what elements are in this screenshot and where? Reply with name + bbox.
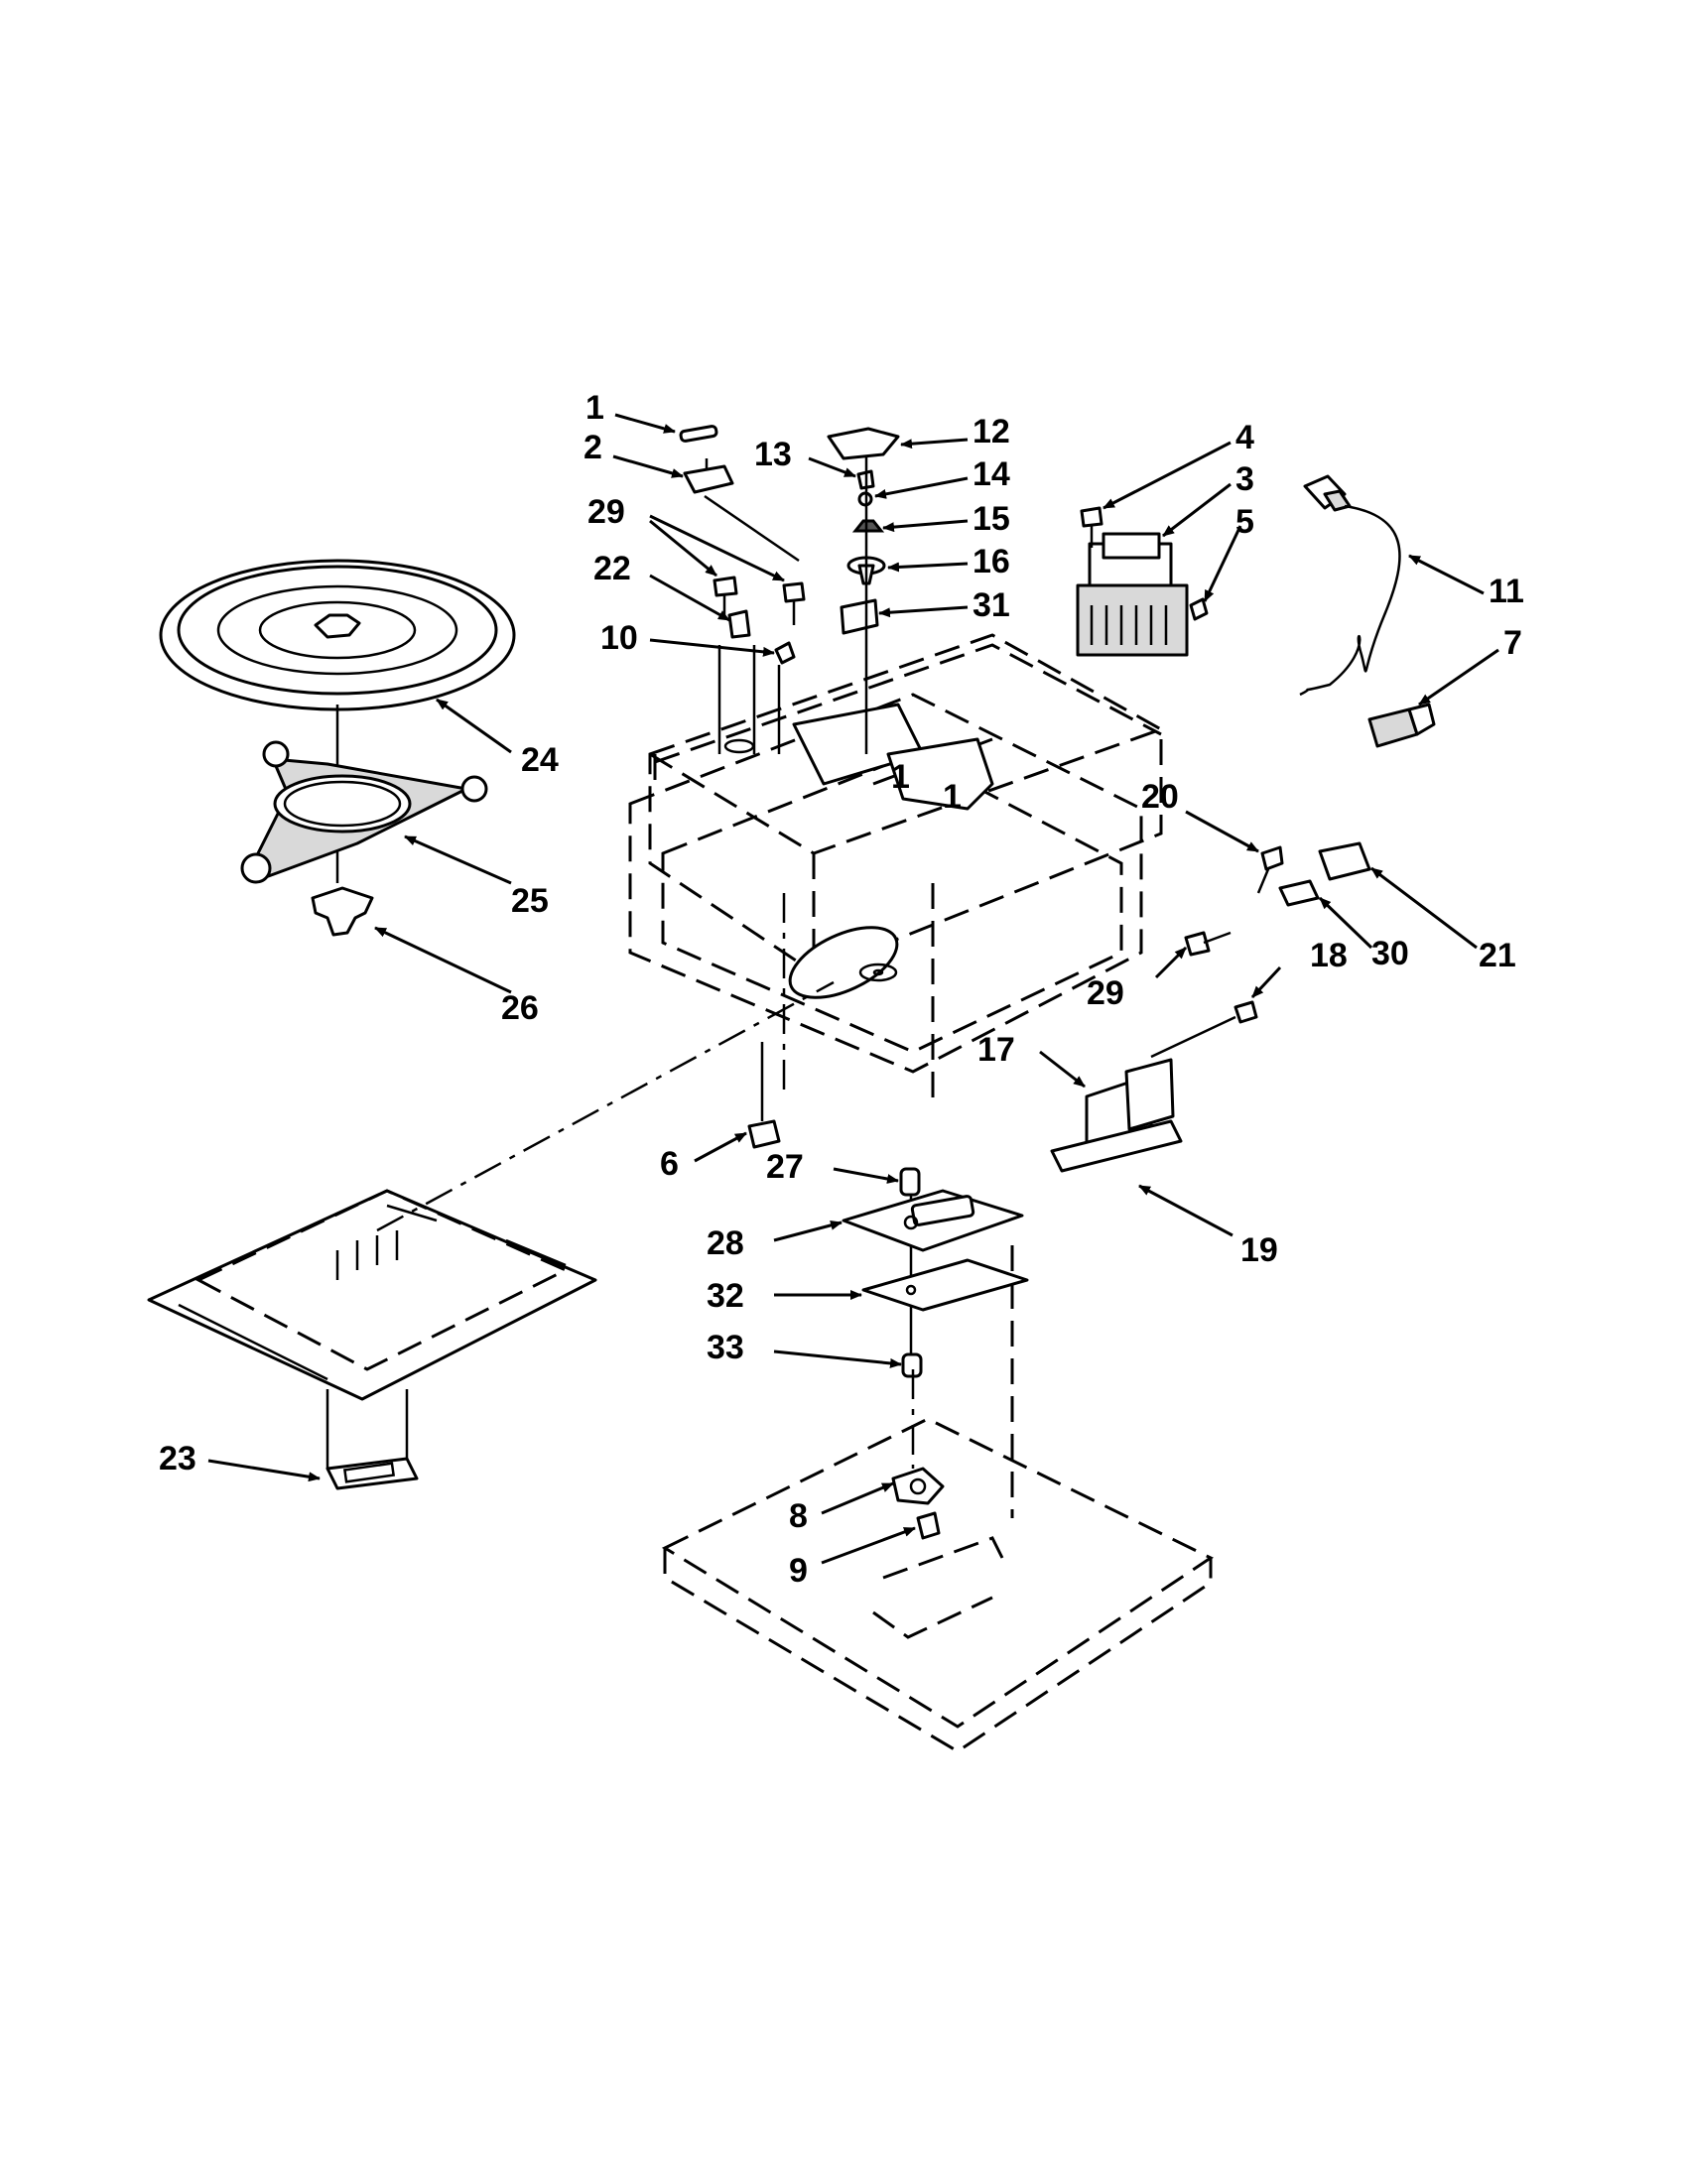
filter-7 <box>1367 703 1436 748</box>
clip-10 <box>774 641 796 665</box>
callout-19: 19 <box>1240 1231 1278 1269</box>
callout-13: 13 <box>754 436 792 473</box>
transformer-17 <box>1085 1058 1175 1148</box>
callout-15: 15 <box>973 500 1010 538</box>
screw-9 <box>916 1511 941 1540</box>
top-panels: 1 1 <box>792 703 994 816</box>
insulator-32 <box>861 1258 1029 1312</box>
screw-18 <box>1233 1000 1258 1024</box>
callout-14: 14 <box>973 455 1010 493</box>
thermostat-6 <box>747 1042 781 1149</box>
leader-arrows <box>207 413 1499 1565</box>
callout-28: 28 <box>707 1224 744 1262</box>
callout-29-right: 29 <box>1087 974 1124 1012</box>
callout-8: 8 <box>789 1497 808 1535</box>
control-board-28 <box>842 1189 1024 1252</box>
waveguide-plate-23 <box>147 1189 597 1490</box>
turntable-drive-disc <box>788 926 899 999</box>
roller-support-ring <box>240 740 488 884</box>
motor-8 <box>891 1467 945 1505</box>
callout-2: 2 <box>584 429 602 466</box>
turntable-plate <box>159 559 516 711</box>
callout-31: 31 <box>973 586 1010 624</box>
callout-1: 1 <box>585 389 604 427</box>
callout-23: 23 <box>159 1440 196 1477</box>
block-31 <box>840 598 879 635</box>
mounting-plate-19 <box>1050 1119 1183 1173</box>
panel-mark-1: 1 <box>891 758 910 796</box>
callout-32: 32 <box>707 1277 744 1315</box>
turntable-coupler <box>311 886 374 937</box>
thermal-fuse-holder <box>683 458 734 494</box>
screw-4 <box>1080 506 1103 548</box>
spacer-27 <box>899 1167 921 1197</box>
magnetron <box>1076 532 1189 657</box>
callout-5: 5 <box>1235 503 1254 541</box>
screw-29-left <box>713 576 738 617</box>
callout-26: 26 <box>501 989 539 1027</box>
callout-9: 9 <box>789 1552 808 1590</box>
callout-18: 18 <box>1310 937 1348 974</box>
clip-5 <box>1189 597 1209 621</box>
bracket-30 <box>1278 879 1320 907</box>
callout-25: 25 <box>511 882 549 920</box>
power-cord <box>1299 504 1401 697</box>
callout-12: 12 <box>973 413 1010 450</box>
callout-30: 30 <box>1371 935 1409 972</box>
sensor-20 <box>1256 845 1284 894</box>
callout-10: 10 <box>600 619 638 657</box>
screw-29-right <box>782 581 806 625</box>
callout-labels: 1 2 3 4 5 6 7 8 9 10 11 12 13 14 15 16 1… <box>159 389 1524 1590</box>
callout-24: 24 <box>521 741 559 779</box>
callout-7: 7 <box>1503 624 1522 662</box>
callout-33: 33 <box>707 1329 744 1366</box>
fuse <box>679 425 718 443</box>
callout-29-top: 29 <box>587 493 625 531</box>
callout-4: 4 <box>1235 419 1254 456</box>
capacitor-21 <box>1318 841 1371 881</box>
callout-21: 21 <box>1479 937 1516 974</box>
callout-11: 11 <box>1489 573 1524 610</box>
callout-3: 3 <box>1235 460 1254 498</box>
base-outline <box>661 1245 1215 1753</box>
callout-17: 17 <box>977 1031 1015 1069</box>
stirrer-cover-12 <box>827 427 900 460</box>
callout-27: 27 <box>766 1148 804 1186</box>
connection-lines <box>376 893 915 1469</box>
bushing-15 <box>851 519 885 533</box>
callout-16: 16 <box>973 543 1010 580</box>
panel-mark-1b: 1 <box>943 778 962 816</box>
callout-22: 22 <box>593 550 631 587</box>
screw-29-right-mid <box>1184 931 1232 957</box>
callout-6: 6 <box>660 1145 679 1183</box>
power-cord-plug <box>1303 474 1352 512</box>
callout-20: 20 <box>1141 778 1179 816</box>
bracket-22 <box>727 609 751 639</box>
